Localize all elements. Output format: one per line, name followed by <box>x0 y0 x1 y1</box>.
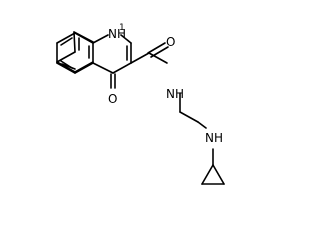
ring-a-1 <box>74 32 94 44</box>
bond-cp-1 <box>201 164 214 185</box>
bond-c8-c7 <box>73 31 76 53</box>
bond-cp-3 <box>212 164 225 185</box>
atom-label-quinoline-nh: NH <box>108 27 126 41</box>
pyridinone-ring <box>92 34 132 74</box>
ring-a-double-2 <box>60 60 73 69</box>
atom-label-amine-nh: NH <box>205 131 223 145</box>
ring-a-4 <box>56 62 76 74</box>
atom-label-amide-o: O <box>166 35 175 49</box>
bond-n1-c2 <box>120 34 132 44</box>
ring-a-double-1 <box>60 37 73 46</box>
atom-label-quinoline-nh-number: 1 <box>119 23 125 33</box>
molecule-structure-diagram: NH 1 O O NH NH <box>56 23 225 185</box>
ring-a-2 <box>56 32 76 44</box>
bond-camide-n <box>148 52 168 64</box>
bond-camide-o-a <box>147 42 166 54</box>
amide-group <box>130 42 169 64</box>
ring-a-5 <box>74 62 94 74</box>
bond-ch2-nh <box>197 121 207 129</box>
bond-c3-camide <box>130 52 150 64</box>
ethylene-linker <box>179 92 207 129</box>
atom-label-amide-nh: NH <box>166 87 184 101</box>
bond-c4-c4a <box>92 62 114 74</box>
bond-c8a-n1 <box>92 34 109 44</box>
benzene-ring-outline <box>56 32 94 74</box>
bond-ch2-ch2 <box>179 111 199 123</box>
bond-c6-c5 <box>56 61 76 73</box>
bond-c5-c4a <box>74 61 94 73</box>
bond-c3-c4 <box>112 62 132 74</box>
ketone-group <box>110 73 116 89</box>
bond-c7-c6 <box>56 51 76 63</box>
cyclopropyl-group <box>201 148 225 185</box>
atom-label-ketone-o: O <box>108 92 117 106</box>
